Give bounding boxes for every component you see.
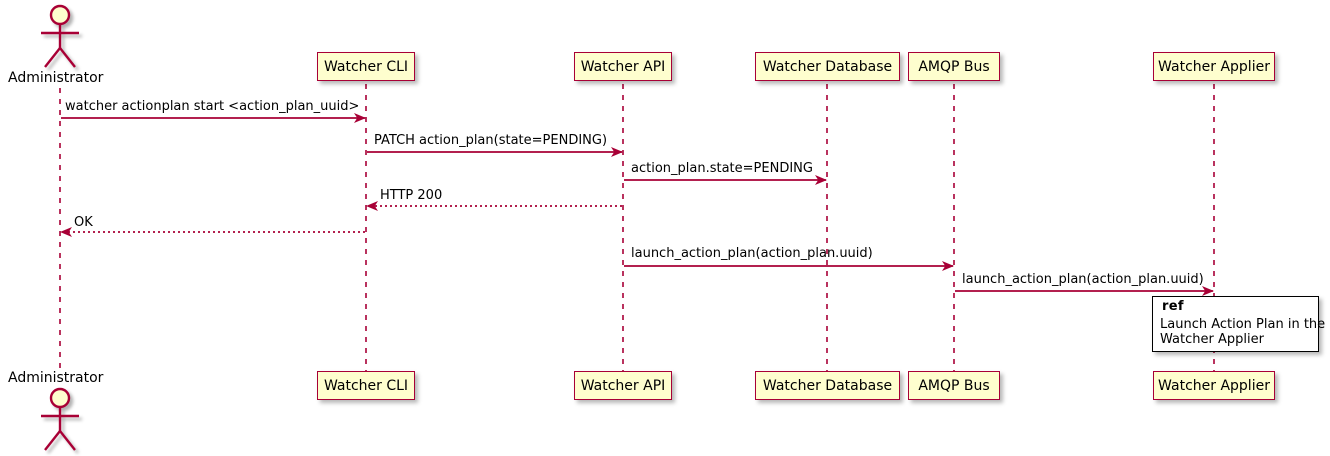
- participant-box-watcher-cli-bottom[interactable]: Watcher CLI: [317, 371, 415, 400]
- participant-label: Watcher Database: [762, 377, 893, 394]
- ref-fragment-line-2: Watcher Applier: [1160, 332, 1264, 347]
- message-label-3: action_plan.state=PENDING: [631, 161, 813, 176]
- participant-label: Watcher API: [580, 58, 666, 75]
- message-label-6: launch_action_plan(action_plan.uuid): [631, 246, 873, 261]
- actor-administrator-bottom-icon: [41, 387, 79, 451]
- ref-fragment[interactable]: ref Launch Action Plan in the Watcher Ap…: [1152, 296, 1325, 352]
- ref-fragment-body: Launch Action Plan in the Watcher Applie…: [1160, 317, 1325, 347]
- participant-box-watcher-applier-bottom[interactable]: Watcher Applier: [1153, 371, 1275, 400]
- participant-label: AMQP Bus: [918, 58, 990, 75]
- message-label-5: OK: [74, 215, 93, 230]
- participant-box-watcher-database-bottom[interactable]: Watcher Database: [755, 371, 900, 400]
- actor-administrator-top-icon: [41, 4, 79, 68]
- participant-box-watcher-cli-top[interactable]: Watcher CLI: [317, 52, 415, 81]
- message-arrows: [60, 113, 1214, 296]
- participant-label: Watcher CLI: [323, 377, 409, 394]
- participant-box-watcher-applier-top[interactable]: Watcher Applier: [1153, 52, 1275, 81]
- participant-box-watcher-api-top[interactable]: Watcher API: [574, 52, 672, 81]
- participant-label: AMQP Bus: [918, 377, 990, 394]
- participant-label: Watcher CLI: [323, 58, 409, 75]
- ref-fragment-line-1: Launch Action Plan in the: [1160, 317, 1326, 332]
- message-label-4: HTTP 200: [380, 188, 443, 203]
- ref-fragment-tag: ref: [1162, 299, 1184, 314]
- actor-label-administrator-top: Administrator: [8, 70, 104, 86]
- participant-label: Watcher Applier: [1158, 377, 1270, 394]
- participant-label: Watcher API: [580, 377, 666, 394]
- participant-box-amqp-bus-top[interactable]: AMQP Bus: [908, 52, 1000, 81]
- message-label-1: watcher actionplan start <action_plan_uu…: [65, 99, 360, 114]
- participant-label: Watcher Applier: [1158, 58, 1270, 75]
- message-label-7: launch_action_plan(action_plan.uuid): [962, 272, 1204, 287]
- participant-box-amqp-bus-bottom[interactable]: AMQP Bus: [908, 371, 1000, 400]
- message-label-2: PATCH action_plan(state=PENDING): [374, 133, 608, 148]
- participant-box-watcher-database-top[interactable]: Watcher Database: [755, 52, 900, 81]
- participant-box-watcher-api-bottom[interactable]: Watcher API: [574, 371, 672, 400]
- lifelines: [59, 84, 1215, 372]
- participant-label: Watcher Database: [762, 58, 893, 75]
- actor-label-administrator-bottom: Administrator: [8, 370, 104, 386]
